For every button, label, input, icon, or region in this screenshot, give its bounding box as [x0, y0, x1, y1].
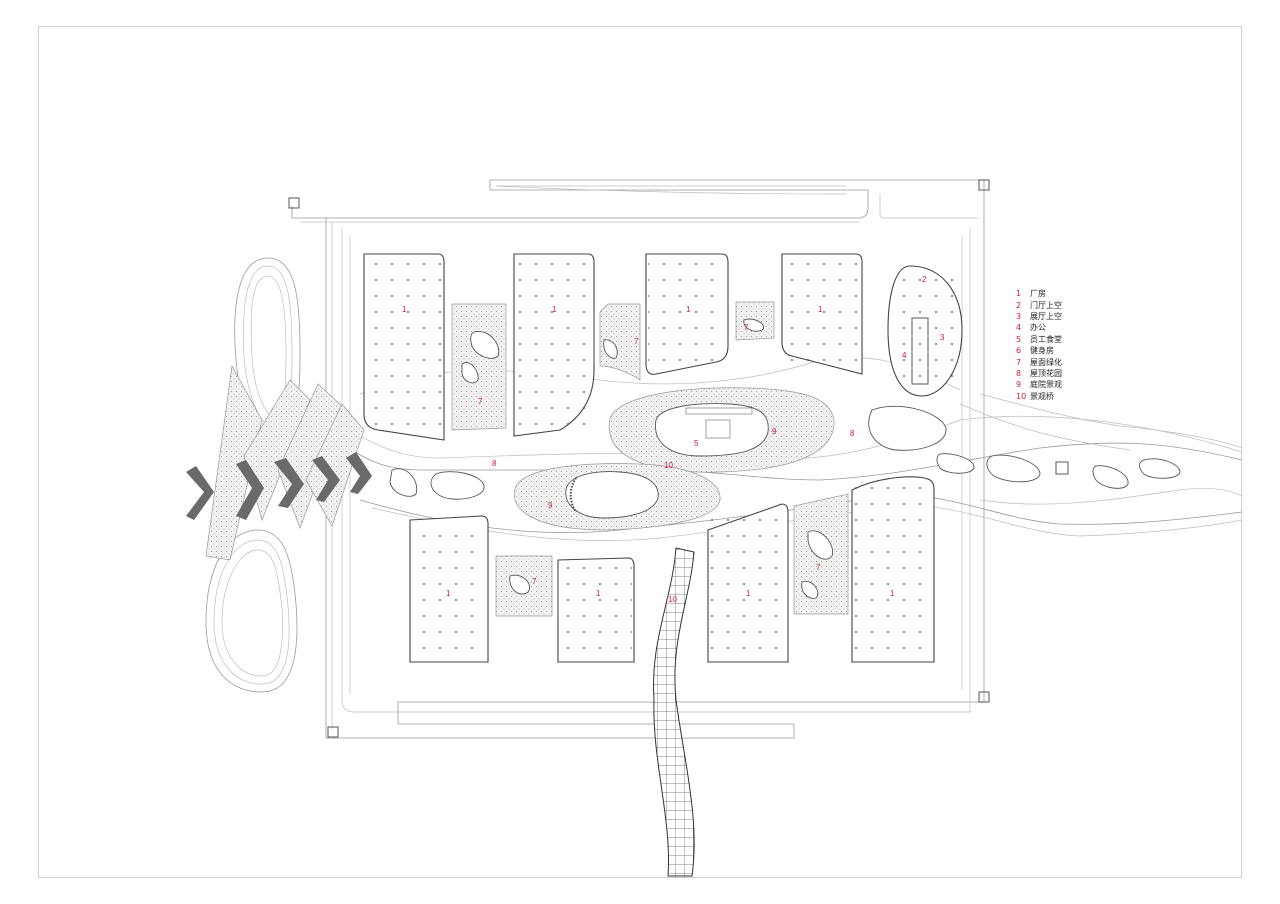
label-lobby-void: 2: [922, 275, 927, 284]
factory-blocks-bottom: [409, 476, 935, 663]
label-courtyard-2: 9: [548, 501, 553, 510]
label-roof-garden-1: 8: [850, 429, 855, 438]
label-roof-greening-3: 7: [744, 323, 749, 332]
roof-greening-areas: [451, 301, 849, 617]
label-roof-greening-4: 7: [532, 577, 537, 586]
label-courtyard-1: 9: [772, 427, 777, 436]
label-factory-8: 1: [890, 589, 895, 598]
spine-openings: [389, 406, 1181, 500]
label-bridge-2: 10: [668, 595, 677, 604]
label-factory-7: 1: [746, 589, 751, 598]
label-factory-3: 1: [686, 305, 691, 314]
label-bridge-1: 10: [664, 461, 673, 470]
site-roads: [288, 179, 990, 739]
label-factory-1: 1: [402, 305, 407, 314]
courtyards: [514, 387, 835, 531]
label-factory-4: 1: [818, 305, 823, 314]
label-roof-greening-2: 7: [634, 337, 639, 346]
label-office: 4: [902, 351, 907, 360]
label-roof-garden-2: 8: [492, 459, 497, 468]
label-factory-6: 1: [596, 589, 601, 598]
label-factory-5: 1: [446, 589, 451, 598]
label-roof-greening-1: 7: [478, 397, 483, 406]
label-factory-2: 1: [552, 305, 557, 314]
label-exhibition-void: 3: [940, 333, 945, 342]
factory-blocks-top: [363, 253, 963, 441]
plan-number-labels: 1 1 1 1 1 1 1 1 2 3 4 5 7 7 7 7 7 8 8 9 …: [402, 275, 945, 604]
left-ramps: [186, 364, 372, 561]
landscape-bridge: [653, 547, 695, 877]
label-roof-greening-5: 7: [816, 563, 821, 572]
label-canteen: 5: [694, 439, 699, 448]
